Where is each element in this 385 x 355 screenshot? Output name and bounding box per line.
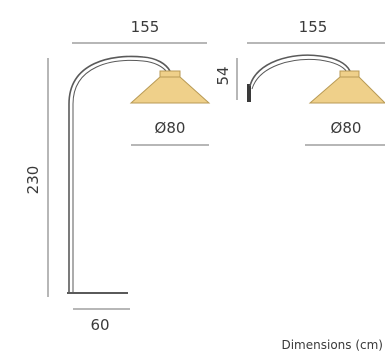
wall-lamp-arc-inner — [251, 58, 348, 90]
floor-height-label: 230 — [24, 166, 42, 195]
wall-lamp-arc — [249, 54, 351, 87]
wall-height-label: 54 — [214, 66, 232, 85]
dimensions-unit-note: Dimensions (cm) — [281, 338, 383, 352]
floor-shade-cap — [159, 70, 181, 78]
wall-lamp-drawing: 155 54 Ø80 — [214, 18, 385, 146]
wall-shade-diameter-label: Ø80 — [331, 119, 362, 137]
floor-lamp-shade — [129, 76, 211, 104]
floor-lamp-drawing: 155 230 Ø80 60 — [24, 18, 211, 334]
wall-shade-cap — [339, 70, 360, 78]
floor-lamp-arc-inner — [72, 59, 168, 292]
wall-lamp-shade — [308, 76, 385, 104]
floor-base-width-label: 60 — [90, 316, 109, 334]
floor-lamp-arc — [68, 55, 171, 292]
wall-mount-plate — [247, 84, 251, 102]
wall-arm-reach-label: 155 — [299, 18, 328, 36]
floor-arm-reach-label: 155 — [131, 18, 160, 36]
floor-shade-diameter-label: Ø80 — [155, 119, 186, 137]
